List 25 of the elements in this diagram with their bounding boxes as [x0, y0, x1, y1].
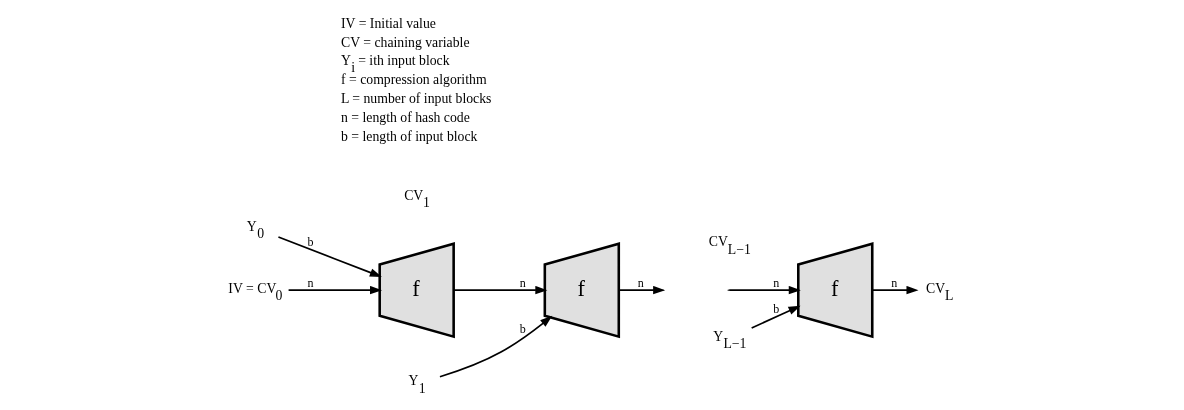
- arrow: [277, 236, 382, 278]
- edge-label: b: [519, 322, 526, 337]
- arrow: [452, 285, 548, 295]
- arrow: [871, 285, 919, 295]
- label: CV = chaining variable: [340, 34, 470, 50]
- node-box: f: [378, 241, 455, 339]
- edge-label: n: [519, 275, 526, 290]
- label: IV = Initial value: [340, 15, 436, 31]
- edge-label: n: [891, 275, 898, 290]
- edge-label: n: [773, 275, 780, 290]
- node-box: f: [797, 241, 874, 339]
- arrow: [728, 285, 801, 295]
- arrow: [750, 305, 801, 329]
- arrow: [618, 285, 666, 295]
- edge-label: b: [307, 234, 314, 249]
- edge-label: b: [773, 301, 780, 316]
- label: f = compression algorithm: [340, 72, 487, 88]
- label: b = length of input block: [340, 129, 478, 145]
- node-box: f: [543, 241, 621, 339]
- edge-label: n: [637, 275, 644, 290]
- label: n = length of hash code: [340, 110, 470, 126]
- arrow: [439, 315, 553, 378]
- label: L = number of input blocks: [340, 91, 492, 107]
- edge-label: n: [307, 275, 314, 290]
- arrow: [287, 285, 383, 295]
